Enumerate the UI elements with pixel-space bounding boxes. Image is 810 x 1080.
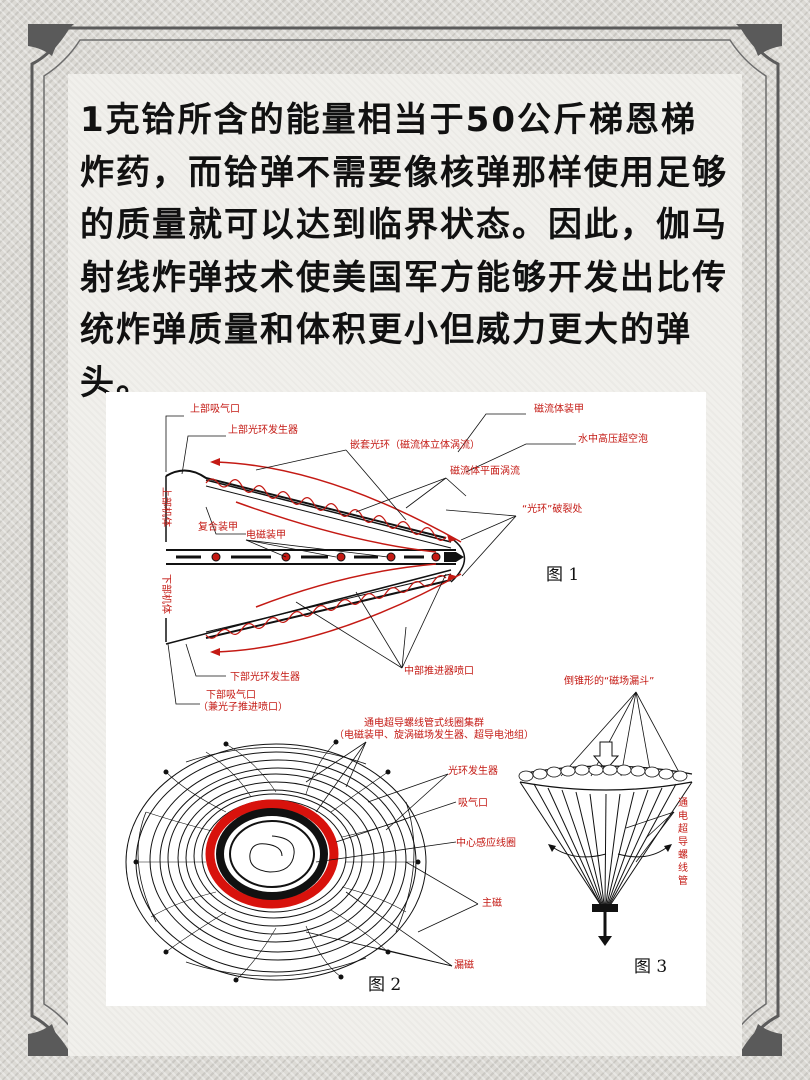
figure1-arrowheads	[210, 458, 456, 656]
fig1-upper-ring-gen-label: 上部光环发生器	[228, 423, 298, 436]
figure3-coil-leaders	[625, 811, 675, 863]
fig1-caption: 图 1	[546, 565, 579, 585]
fig3-coil-vertical-label: 通 电 超 导 螺 线 管	[678, 797, 688, 887]
fig1-mid-nozzle-label: 中部推进器喷口	[404, 664, 474, 677]
figure3-base	[592, 904, 618, 946]
figure2-wire-nodes	[133, 739, 421, 983]
fig1-lower-intake-label: 下部吸气口	[206, 688, 256, 701]
fig2-main-mag-label: 主磁	[482, 896, 502, 909]
fig3-coil-char: 螺	[678, 849, 688, 861]
fig1-mhd-armor-label: 磁流体装甲	[534, 402, 584, 415]
figure1-nozzle	[444, 552, 464, 562]
fig3-coil-char: 电	[678, 809, 688, 822]
fig3-coil-char: 线	[678, 861, 688, 874]
figure2-center-coil	[249, 835, 295, 873]
fig1-em-armor-label: 电磁装甲	[246, 528, 286, 541]
fig3-coil-char: 导	[678, 836, 688, 848]
fig1-mhd-flat-vortex-label: 磁流体平面涡流	[450, 464, 520, 477]
fig1-inlay-ring-label: 嵌套光环（磁流体立体涡流）	[350, 438, 480, 451]
fig1-upper-intake-label: 上部吸气口	[190, 402, 240, 415]
fig2-ring-gen-label: 光环发生器	[448, 764, 498, 777]
figure2-coil-rings	[125, 743, 427, 981]
fig3-swirl-arrowhead-right	[664, 844, 672, 852]
fig3-up-arrow	[592, 741, 620, 771]
fig1-lower-ring-gen-label: 下部光环发生器	[230, 670, 300, 683]
fig2-intake-label: 吸气口	[458, 796, 488, 809]
fig2-center-coil-label: 中心感应线圈	[456, 836, 516, 849]
fig1-lower-body-label: 下部机体	[160, 574, 173, 614]
figure2-red-ring	[205, 799, 339, 909]
heading-paragraph: 1克铪所含的能量相当于50公斤梯恩梯炸药，而铪弹不需要像核弹那样使用足够的质量就…	[80, 100, 728, 403]
fig1-ring-rupture-label: “光环”破裂处	[522, 502, 582, 515]
figure3-swirl-arrows	[553, 847, 667, 858]
fig1-upper-body-label: 上部机体	[160, 487, 173, 527]
fig1-composite-armor-label: 复合装甲	[198, 520, 238, 533]
ornamental-frame	[28, 24, 782, 1056]
fig3-swirl-arrowhead-left	[548, 844, 556, 852]
fig3-coil-char: 超	[678, 822, 688, 835]
fig3-coil-char: 管	[678, 874, 688, 887]
figure2-inner-ring	[229, 820, 315, 888]
figure1-vortex-bands	[205, 461, 462, 653]
figure3-funnel-leaders	[560, 691, 682, 777]
fig2-leak-mag-label: 漏磁	[454, 958, 474, 971]
fig2-caption: 图 2	[368, 975, 401, 995]
fig3-coil-char: 通	[678, 797, 688, 809]
technical-figure: 上部吸气口 上部光环发生器 嵌套光环（磁流体立体涡流） 磁流体装甲 水中高压超空…	[106, 392, 706, 1006]
figure1-leader-lines	[165, 413, 576, 705]
figure2-black-ring	[216, 808, 328, 900]
figure3-coil-tops	[518, 764, 688, 782]
figure-drawing: 上部吸气口 上部光环发生器 嵌套光环（磁流体立体涡流） 磁流体装甲 水中高压超空…	[125, 402, 693, 995]
fig2-coil-cluster-sub-label: （电磁装甲、旋涡磁场发生器、超导电池组）	[334, 728, 534, 741]
fig3-caption: 图 3	[634, 957, 667, 977]
fig2-coil-cluster-label: 通电超导螺线管式线圈集群	[364, 716, 484, 729]
fig3-funnel-label: 倒锥形的“磁场漏斗”	[564, 674, 654, 687]
figure2-leader-lines	[305, 741, 479, 967]
fig1-photon-nozzle-label: （兼光子推进喷口）	[198, 700, 288, 713]
fig1-underwater-bubble-label: 水中高压超空泡	[578, 432, 648, 445]
figure3-cone	[519, 765, 693, 905]
figure2-radial-wires	[136, 741, 418, 981]
figure1-hull	[165, 469, 466, 645]
